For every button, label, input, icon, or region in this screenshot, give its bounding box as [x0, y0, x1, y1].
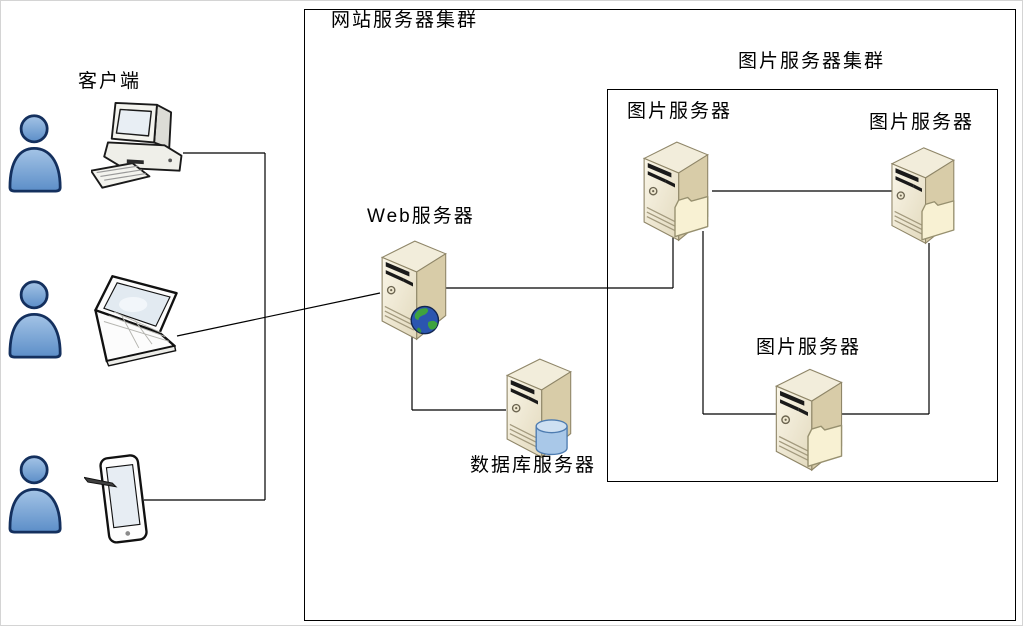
image-cluster-box	[607, 89, 998, 482]
image-server-3-label: 图片服务器	[756, 337, 862, 358]
image-server-2-label: 图片服务器	[869, 112, 975, 133]
tablet-icon	[84, 454, 148, 544]
database-cylinder-icon	[535, 419, 568, 456]
laptop-icon	[94, 275, 178, 367]
website-cluster-box	[304, 9, 1016, 621]
folder-icon	[807, 424, 843, 468]
person-icon	[8, 114, 62, 193]
person-icon	[8, 280, 62, 359]
database-server-icon	[506, 358, 572, 458]
desktop-computer-icon	[91, 101, 183, 189]
globe-icon	[410, 305, 440, 335]
folder-icon	[674, 195, 709, 238]
web-server-label: Web服务器	[367, 206, 475, 227]
image-server-icon	[775, 368, 843, 471]
image-server-1-label: 图片服务器	[627, 101, 733, 122]
client-label: 客户端	[78, 71, 142, 92]
image-server-icon	[891, 147, 955, 244]
connection-line-laptop-webserver	[176, 292, 381, 337]
person-icon	[8, 455, 62, 534]
image-server-icon	[643, 141, 709, 241]
web-server-icon	[381, 240, 447, 340]
image-cluster-label: 图片服务器集群	[738, 51, 886, 72]
website-cluster-label: 网站服务器集群	[331, 10, 479, 31]
folder-icon	[921, 200, 955, 241]
database-server-label: 数据库服务器	[470, 455, 597, 476]
